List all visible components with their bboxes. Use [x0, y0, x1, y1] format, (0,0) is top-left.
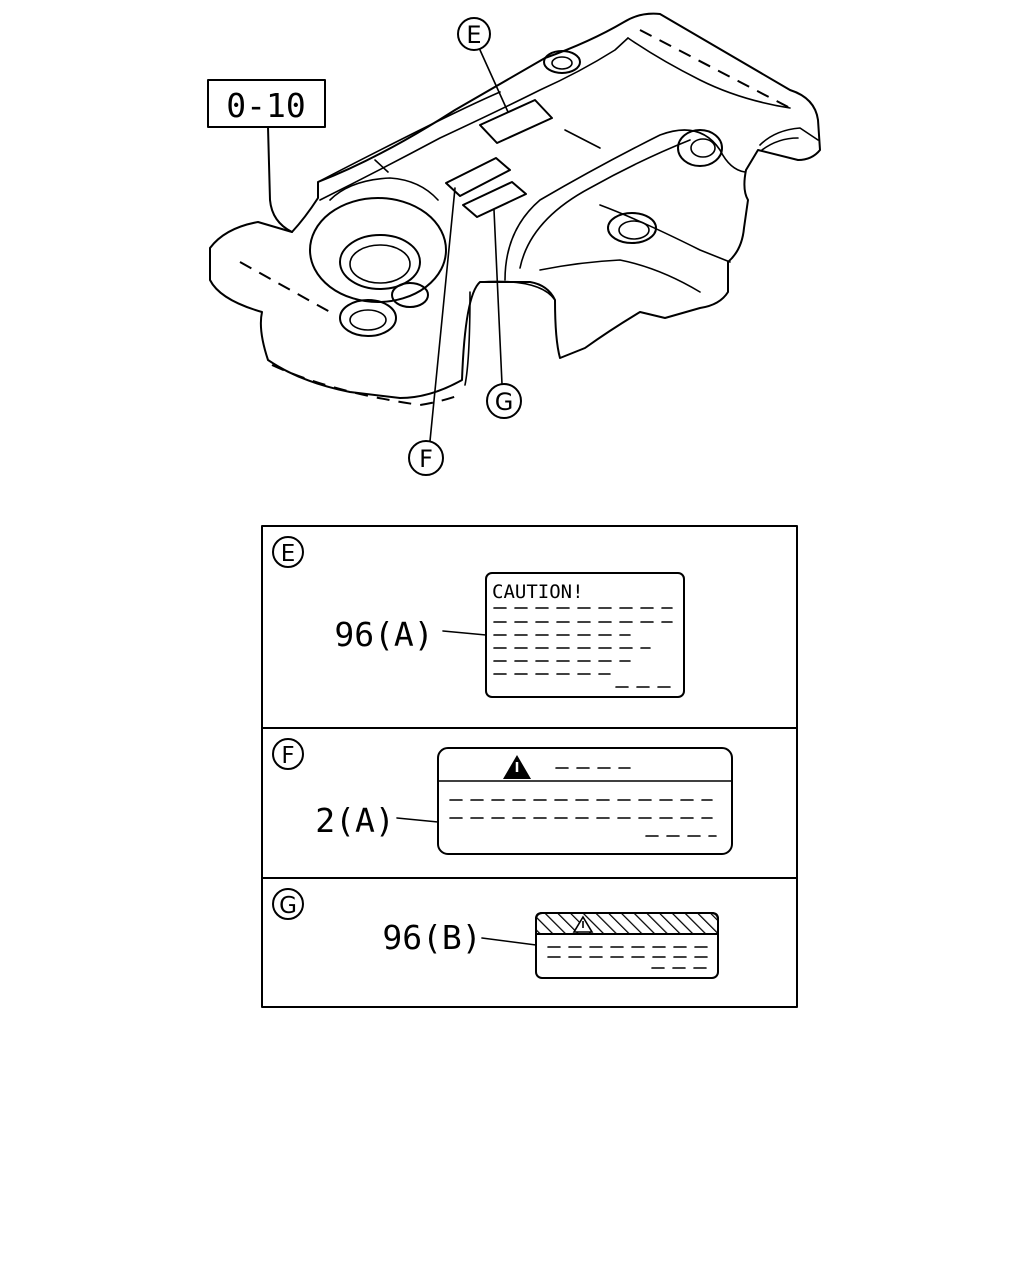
hatched-header-icon: [535, 912, 719, 935]
panel-f-letter: F: [281, 743, 294, 769]
panel-g-part-label: 96(B): [382, 918, 481, 957]
panel-e: E 96(A) CAUTION!: [272, 536, 685, 698]
panel-f-part-label: 2(A): [315, 801, 394, 840]
label-position-g: [462, 181, 527, 218]
caution-label-image: [485, 572, 685, 698]
warning-triangle-icon: [503, 755, 531, 779]
label-position-f: [445, 157, 511, 197]
label-detail-table: E 96(A) CAUTION! F 2(A): [261, 525, 798, 1008]
callout-f-letter: F: [419, 445, 433, 473]
small-warning-triangle-icon: [572, 915, 594, 933]
panel-g-letter: G: [279, 893, 297, 919]
panel-e-part-label: 96(A): [334, 615, 433, 654]
callout-g: [486, 383, 522, 419]
callout-g-letter: G: [495, 388, 514, 416]
callout-e: [457, 17, 491, 51]
panel-g-callout: [272, 888, 304, 920]
panel-g: G 96(B): [272, 888, 719, 979]
callout-f: [408, 440, 444, 476]
panel-f: F 2(A): [272, 738, 733, 855]
callout-e-letter: E: [466, 21, 481, 49]
caution-heading: CAUTION!: [492, 581, 584, 603]
panel-e-letter: E: [281, 541, 296, 567]
caution-text-lines: [493, 607, 673, 688]
hazard-text-lines: [547, 946, 709, 969]
panel-e-callout: [272, 536, 304, 568]
part-ref-number: 0-10: [226, 86, 305, 125]
warning-text-lines: [449, 767, 717, 837]
warning-label-image: [437, 747, 733, 855]
engine-cover-illustration: 0-10 E F G: [207, 12, 821, 476]
panel-f-callout: [272, 738, 304, 770]
label-position-e: [479, 99, 553, 144]
part-ref-box: [207, 79, 326, 128]
